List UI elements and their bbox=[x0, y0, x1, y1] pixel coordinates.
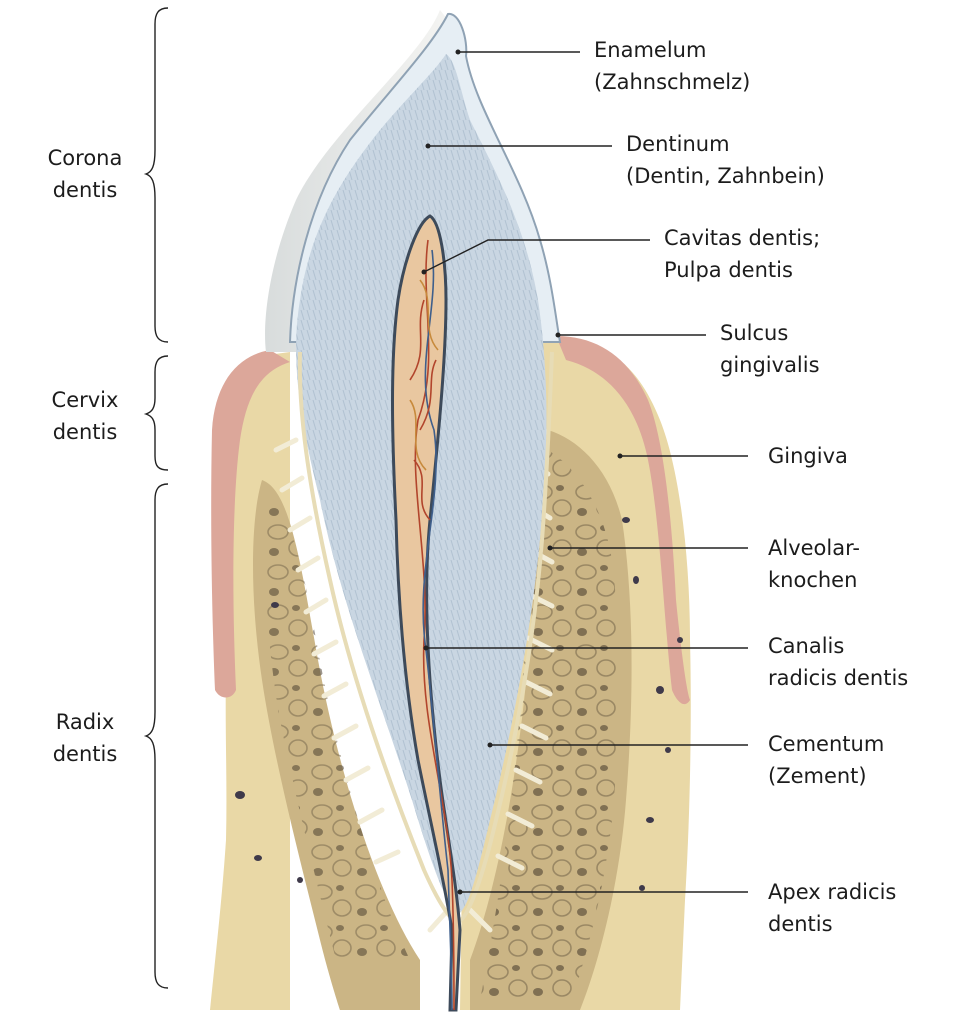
region-label-corona-line2: dentis bbox=[52, 178, 118, 202]
region-label-corona: Corona dentis bbox=[15, 142, 155, 206]
label-cavitas-line1: Cavitas dentis; bbox=[664, 226, 821, 250]
label-dentinum-line2: (Dentin, Zahnbein) bbox=[626, 164, 825, 188]
trabecular-pattern-left bbox=[265, 500, 410, 960]
leader-sulcus bbox=[555, 332, 706, 338]
leader-dentin bbox=[425, 143, 612, 149]
leader-alveolar bbox=[547, 545, 748, 551]
region-braces bbox=[143, 7, 169, 989]
label-cementum: Cementum (Zement) bbox=[768, 728, 884, 792]
label-cavitas: Cavitas dentis; Pulpa dentis bbox=[664, 222, 820, 286]
label-dentinum-line1: Dentinum bbox=[626, 132, 730, 156]
leader-cementum bbox=[487, 742, 748, 748]
label-apex: Apex radicis dentis bbox=[768, 876, 896, 940]
gingiva-left bbox=[211, 350, 290, 698]
label-cementum-line2: (Zement) bbox=[768, 764, 867, 788]
label-canalis: Canalis radicis dentis bbox=[768, 630, 908, 694]
region-label-cervix-line2: dentis bbox=[52, 420, 118, 444]
label-gingiva-line1: Gingiva bbox=[768, 444, 848, 468]
brace-corona bbox=[143, 7, 169, 343]
label-alveolar-line2: knochen bbox=[768, 568, 858, 592]
region-label-corona-line1: Corona bbox=[47, 146, 123, 170]
label-sulcus-line1: Sulcus bbox=[720, 321, 789, 345]
label-dentinum: Dentinum (Dentin, Zahnbein) bbox=[626, 128, 825, 192]
brace-cervix bbox=[143, 355, 169, 471]
region-label-cervix: Cervix dentis bbox=[15, 384, 155, 448]
label-canalis-line2: radicis dentis bbox=[768, 666, 909, 690]
tooth bbox=[265, 10, 562, 1012]
pulp-cavity bbox=[391, 214, 462, 1012]
pulp-vessels bbox=[409, 239, 455, 1011]
label-canalis-line1: Canalis bbox=[768, 634, 845, 658]
label-alveolar-line1: Alveolar- bbox=[768, 536, 860, 560]
label-gingiva: Gingiva bbox=[768, 440, 848, 472]
label-alveolar: Alveolar- knochen bbox=[768, 532, 860, 596]
gingiva-right bbox=[556, 336, 690, 705]
leader-enamel bbox=[455, 49, 580, 55]
region-label-radix-line1: Radix bbox=[55, 710, 115, 734]
label-cavitas-line2: Pulpa dentis bbox=[664, 258, 793, 282]
leader-canal bbox=[423, 645, 748, 651]
label-cementum-line1: Cementum bbox=[768, 732, 885, 756]
leader-apex bbox=[457, 889, 748, 895]
label-apex-line2: dentis bbox=[768, 912, 833, 936]
label-apex-line1: Apex radicis bbox=[768, 880, 897, 904]
label-sulcus-line2: gingivalis bbox=[720, 353, 820, 377]
leader-gingiva bbox=[617, 453, 748, 459]
leader-lines bbox=[421, 49, 748, 895]
label-enamelum: Enamelum (Zahnschmelz) bbox=[594, 34, 750, 98]
label-enamelum-line2: (Zahnschmelz) bbox=[594, 70, 751, 94]
region-label-radix: Radix dentis bbox=[15, 706, 155, 770]
leader-pulp bbox=[421, 239, 650, 275]
label-enamelum-line1: Enamelum bbox=[594, 38, 707, 62]
region-label-radix-line2: dentis bbox=[52, 742, 118, 766]
region-label-cervix-line1: Cervix bbox=[51, 388, 119, 412]
brace-radix bbox=[143, 483, 169, 989]
bone-lacunae bbox=[235, 517, 683, 891]
label-sulcus: Sulcus gingivalis bbox=[720, 317, 820, 381]
